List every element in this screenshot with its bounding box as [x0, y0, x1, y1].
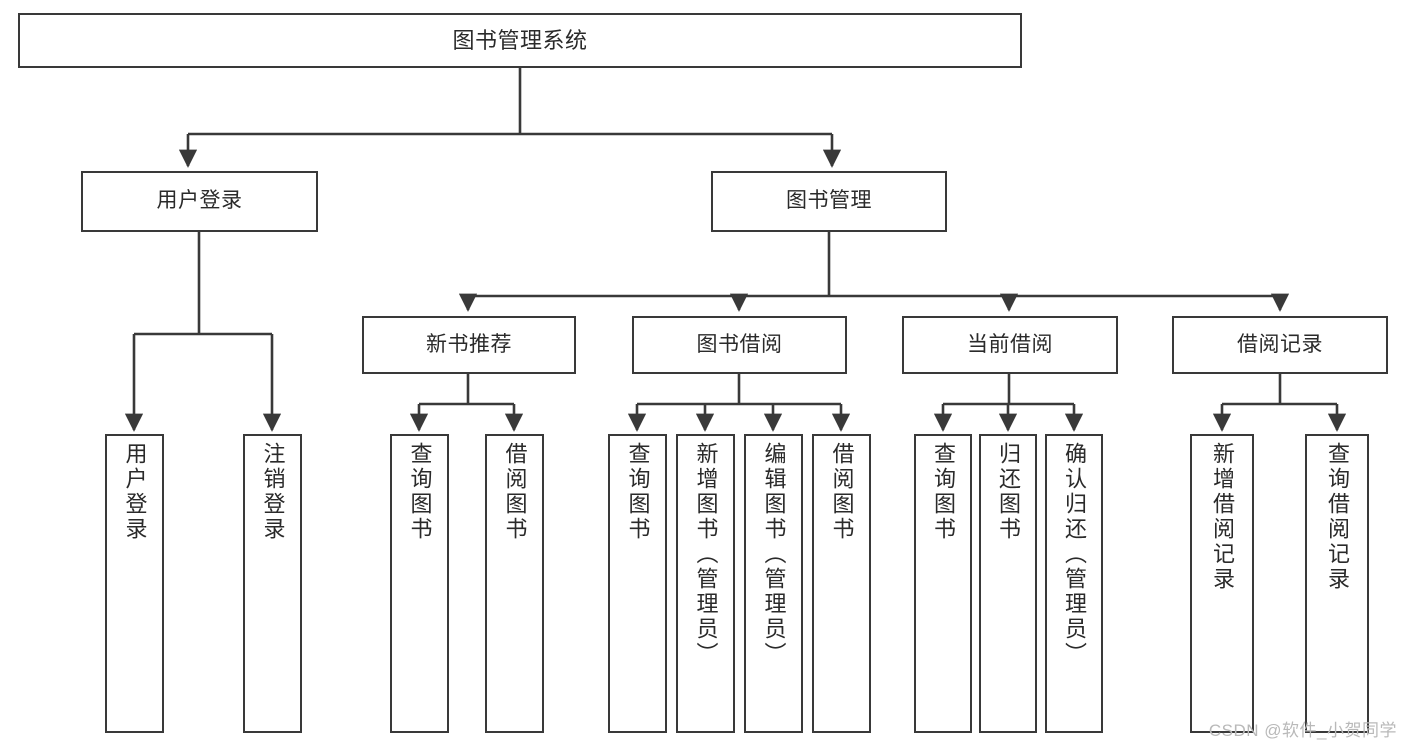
node-new-book-recommend-label: 新书推荐: [426, 332, 512, 356]
node-leaf-query-book-1[interactable]: 查询图书: [390, 434, 449, 733]
node-leaf-user-logout[interactable]: 注销登录: [243, 434, 302, 733]
node-leaf-query-book-3[interactable]: 查询图书: [914, 434, 972, 733]
node-leaf-query-book-2-label: 查询图书: [625, 442, 651, 542]
node-leaf-query-book-3-label: 查询图书: [931, 442, 956, 542]
node-leaf-borrow-book-2[interactable]: 借阅图书: [812, 434, 871, 733]
node-borrow-record-label: 借阅记录: [1237, 332, 1323, 356]
node-book-manage-label: 图书管理: [786, 189, 872, 213]
node-leaf-user-login[interactable]: 用户登录: [105, 434, 164, 733]
node-leaf-user-login-label: 用户登录: [122, 442, 148, 542]
node-root[interactable]: 图书管理系统: [18, 13, 1022, 68]
node-leaf-borrow-book-2-label: 借阅图书: [829, 442, 855, 542]
node-leaf-add-record-label: 新增借阅记录: [1210, 442, 1235, 592]
node-book-borrow[interactable]: 图书借阅: [632, 316, 847, 374]
node-borrow-record[interactable]: 借阅记录: [1172, 316, 1388, 374]
node-leaf-query-record-label: 查询借阅记录: [1325, 442, 1350, 592]
node-leaf-add-record[interactable]: 新增借阅记录: [1190, 434, 1254, 733]
node-user-login[interactable]: 用户登录: [81, 171, 318, 232]
node-root-label: 图书管理系统: [452, 27, 588, 53]
node-leaf-edit-book-label: 编辑图书（管理员）: [761, 442, 787, 667]
node-current-borrow-label: 当前借阅: [967, 332, 1053, 356]
node-leaf-return-book-label: 归还图书: [996, 442, 1021, 542]
node-leaf-query-book-1-label: 查询图书: [407, 442, 433, 542]
node-leaf-borrow-book-1-label: 借阅图书: [502, 442, 528, 542]
node-leaf-add-book-label: 新增图书（管理员）: [693, 442, 719, 667]
node-book-manage[interactable]: 图书管理: [711, 171, 947, 232]
node-leaf-confirm-return[interactable]: 确认归还（管理员）: [1045, 434, 1103, 733]
node-leaf-add-book[interactable]: 新增图书（管理员）: [676, 434, 735, 733]
node-leaf-query-book-2[interactable]: 查询图书: [608, 434, 667, 733]
node-leaf-user-logout-label: 注销登录: [260, 442, 286, 542]
node-user-login-label: 用户登录: [156, 189, 243, 213]
node-leaf-confirm-return-label: 确认归还（管理员）: [1062, 442, 1087, 667]
node-leaf-query-record[interactable]: 查询借阅记录: [1305, 434, 1369, 733]
node-leaf-return-book[interactable]: 归还图书: [979, 434, 1037, 733]
node-new-book-recommend[interactable]: 新书推荐: [362, 316, 576, 374]
node-book-borrow-label: 图书借阅: [696, 332, 783, 356]
node-leaf-edit-book[interactable]: 编辑图书（管理员）: [744, 434, 803, 733]
node-current-borrow[interactable]: 当前借阅: [902, 316, 1118, 374]
node-leaf-borrow-book-1[interactable]: 借阅图书: [485, 434, 544, 733]
